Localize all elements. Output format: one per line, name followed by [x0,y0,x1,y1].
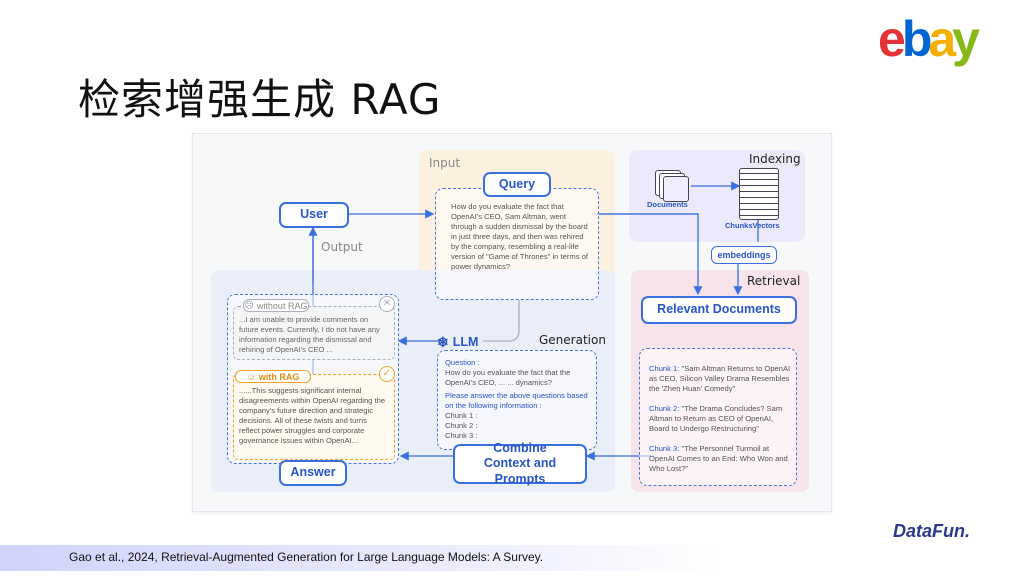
with-rag-text: ......This suggests significant internal… [239,386,386,445]
query-node: Query [483,172,551,197]
query-label: Query [498,176,536,191]
indexing-panel-label: Indexing [749,152,801,166]
ebay-letter-b: b [901,11,932,67]
retrieved-chunk-1: Chunk 1: "Sam Altman Returns to OpenAI a… [649,364,791,394]
query-box [435,188,599,300]
combine-node: Combine Context and Prompts [453,441,587,486]
relevant-documents-label: Relevant Documents [657,302,781,317]
answer-label: Answer [290,465,336,480]
retrieved-chunk-2: Chunk 2: "The Drama Concludes? Sam Altma… [649,404,791,434]
chunk-1-text: "Sam Altman Returns to OpenAI as CEO, Si… [649,364,791,393]
combine-label: Combine Context and Prompts [483,440,557,486]
documents-stack-icon [655,170,691,202]
vector-stack-icon [739,168,779,220]
vectors-label: Vectors [752,221,780,230]
prompt-question-text: How do you evaluate the fact that the Op… [445,368,571,387]
user-node: User [279,202,349,228]
query-text: How do you evaluate the fact that OpenAI… [451,202,588,271]
rag-diagram: Input Indexing Retrieval Generation Outp… [192,133,832,512]
chunks-label: Chunks [725,221,753,230]
embeddings-label: embeddings [717,250,771,260]
prompt-chunk-3: Chunk 3 : [445,431,478,440]
prompt-chunk-2: Chunk 2 : [445,421,478,430]
without-rag-text: ...I am unable to provide comments on fu… [239,315,380,354]
close-circle-icon: ✕ [379,296,395,312]
embeddings-node: embeddings [711,246,777,264]
llm-node: ❄LLM [437,332,497,352]
ebay-logo: ebay [878,11,980,67]
prompt-question-label: Question : [445,358,480,367]
relevant-documents-node: Relevant Documents [641,296,797,324]
ebay-letter-y: y [952,11,980,67]
retrieved-chunk-3: Chunk 3: "The Personnel Turmoil at OpenA… [649,444,791,474]
chunk-3-label: Chunk 3: [649,444,680,453]
ebay-letter-e: e [878,11,906,67]
slide-title: 检索增强生成 RAG [78,75,442,124]
chunk-1-label: Chunk 1: [649,364,680,373]
check-circle-icon: ✓ [379,366,395,382]
user-label: User [300,207,328,222]
ebay-letter-a: a [928,11,956,67]
without-rag-label: without RAG [256,300,308,311]
chunk-2-label: Chunk 2: [649,404,680,413]
output-label: Output [321,240,363,254]
retrieved-chunks-box [639,348,797,486]
input-panel-label: Input [429,156,461,170]
prompt-box [437,350,597,450]
with-rag-card [233,374,395,460]
chunks-vectors-label: ChunksVectors [725,221,780,230]
datafun-logo: DataFun. [893,521,971,541]
citation: Gao et al., 2024, Retrieval-Augmented Ge… [69,550,544,564]
llm-label: LLM [452,335,479,349]
with-rag-label: with RAG [258,371,300,382]
happy-face-icon: ☺ [246,371,256,382]
sad-face-icon: ☹ [244,300,254,310]
chunk-2-text: "The Drama Concludes? Sam Altman to Retu… [649,404,783,433]
generation-panel-label: Generation [539,333,606,347]
citation-highlight [0,545,720,571]
without-rag-card [233,306,395,360]
without-rag-tag: ☹without RAG [243,299,309,312]
with-rag-tag: ☺with RAG [235,370,311,383]
answer-node: Answer [279,460,347,486]
retrieval-panel-label: Retrieval [747,274,801,288]
documents-label: Documents [647,200,688,209]
snowflake-icon: ❄ [437,333,449,350]
prompt-instruction: Please answer the above questions based … [445,391,588,410]
chunk-3-text: "The Personnel Turmoil at OpenAI Comes t… [649,444,788,473]
prompt-chunk-1: Chunk 1 : [445,411,478,420]
prompt-question: Question : How do you evaluate the fact … [445,358,593,441]
